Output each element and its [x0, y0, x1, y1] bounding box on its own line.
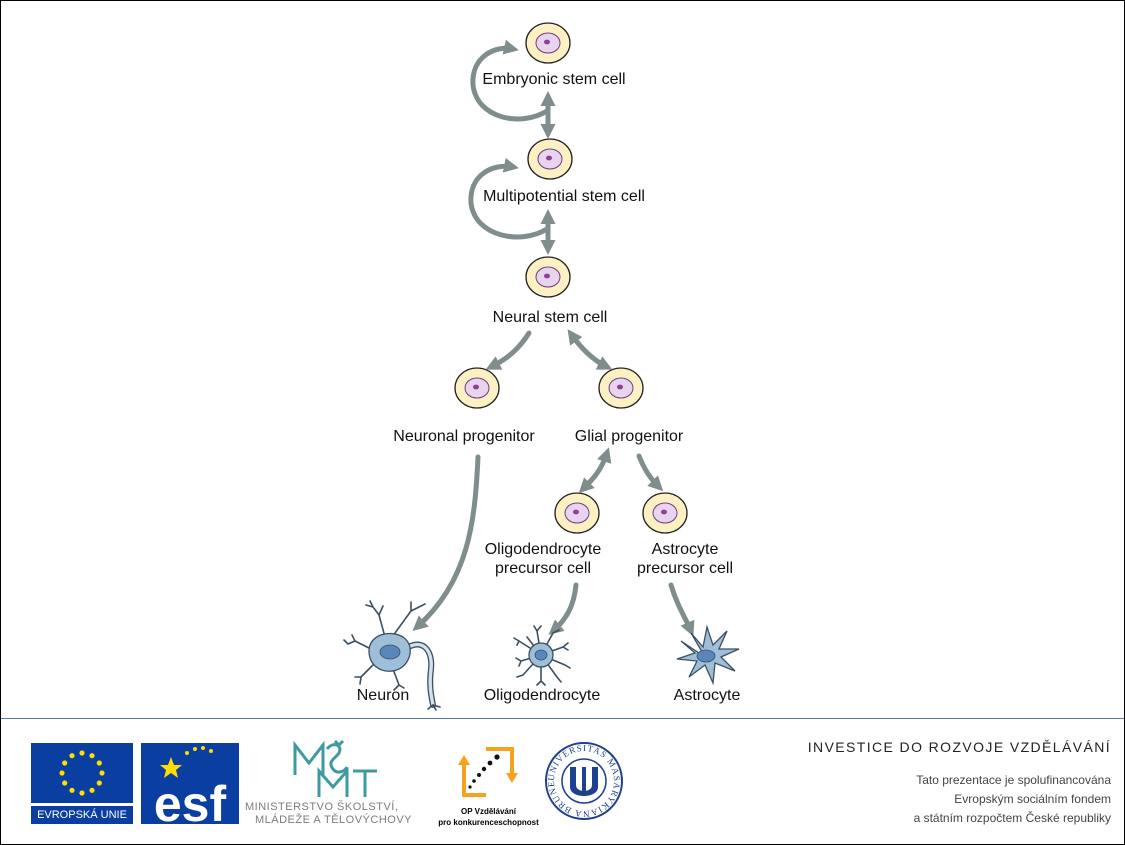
- footer-divider: [1, 718, 1124, 719]
- stem-cell-lineage-diagram: Embryonic stem cell Multipotential stem …: [343, 22, 741, 711]
- esf-logo: esf: [141, 743, 239, 832]
- label-astrocyte-precursor-line1: Astrocyte: [652, 541, 719, 558]
- neural-to-neuronal-progenitor-arrow: [485, 330, 532, 370]
- neuron-icon: [343, 600, 441, 711]
- label-glial-progenitor: Glial progenitor: [575, 428, 684, 445]
- label-multipotential-stem-cell: Multipotential stem cell: [483, 188, 645, 205]
- msmt-monogram-icon: [293, 739, 377, 797]
- oligodendrocyte-icon: [513, 625, 571, 686]
- astro-precursor-to-astrocyte-arrow: [668, 582, 695, 637]
- oligo-precursor-to-oligodendrocyte-arrow: [548, 582, 579, 635]
- glial-to-oligodendrocyte-precursor-arrow: [578, 447, 612, 494]
- label-astrocyte: Astrocyte: [674, 687, 741, 704]
- muni-monogram-icon: [570, 767, 598, 796]
- label-oligodendrocyte-precursor-line2: precursor cell: [495, 560, 591, 577]
- op-vzdelavani-logo: [456, 743, 521, 803]
- msmt-caption: MINISTERSTVO ŠKOLSTVÍ, MLÁDEŽE A TĚLOVÝC…: [245, 801, 435, 827]
- funding-line-2: Evropským sociálním fondem: [954, 792, 1111, 806]
- multipotential-self-renewal-arrow: [468, 157, 550, 240]
- investice-heading: INVESTICE DO ROZVOJE VZDĚLÁVÁNÍ: [807, 739, 1111, 755]
- msmt-line-1: MINISTERSTVO ŠKOLSTVÍ,: [245, 801, 399, 813]
- glial-progenitor-cell-icon: [598, 367, 644, 409]
- label-neural-stem-cell: Neural stem cell: [493, 309, 608, 326]
- op-caption: OP Vzdělávání pro konkurenceschopnost: [431, 806, 546, 828]
- msmt-line-2: MLÁDEŽE A TĚLOVÝCHOVY: [255, 814, 413, 826]
- label-embryonic-stem-cell: Embryonic stem cell: [482, 71, 625, 88]
- esf-stars-icon: [160, 746, 213, 778]
- funding-note: Tato prezentace je spolufinancována Evro…: [801, 771, 1111, 828]
- op-vzdelavani-icon: [458, 747, 518, 797]
- op-line-2: pro konkurenceschopnost: [438, 818, 539, 827]
- astrocyte-icon: [676, 624, 740, 686]
- label-neuronal-progenitor: Neuronal progenitor: [393, 428, 535, 445]
- glial-to-astrocyte-precursor-arrow: [636, 453, 664, 492]
- label-oligodendrocyte: Oligodendrocyte: [484, 687, 601, 704]
- neuronal-progenitor-to-neuron-arrow: [412, 454, 481, 631]
- neuronal-progenitor-cell-icon: [454, 367, 500, 409]
- oligodendrocyte-precursor-cell-icon: [554, 492, 600, 534]
- embryonic-stem-cell-icon: [525, 22, 571, 64]
- funding-line-3: a státním rozpočtem České republiky: [913, 811, 1111, 825]
- op-line-1: OP Vzdělávání: [461, 807, 516, 816]
- astrocyte-precursor-cell-icon: [642, 492, 688, 534]
- muni-seal-logo: UNIVERSITAS MASARYKIANA BRUNENSIS: [540, 733, 624, 821]
- label-neuron: Neuron: [357, 687, 409, 704]
- msmt-logo: [283, 739, 393, 799]
- label-astrocyte-precursor-line2: precursor cell: [637, 560, 733, 577]
- funding-line-1: Tato prezentace je spolufinancována: [916, 773, 1111, 787]
- multipotential-stem-cell-icon: [527, 138, 573, 180]
- eu-flag-logo: [31, 743, 133, 803]
- esf-text: esf: [154, 776, 227, 824]
- label-oligodendrocyte-precursor-line1: Oligodendrocyte: [485, 541, 602, 558]
- embryonic-self-renewal-arrow: [470, 39, 550, 122]
- eu-stars-icon: [59, 750, 105, 796]
- neural-to-glial-progenitor-arrow: [567, 329, 613, 370]
- eu-caption: EVROPSKÁ UNIE: [31, 806, 133, 824]
- neural-stem-cell-icon: [525, 256, 571, 298]
